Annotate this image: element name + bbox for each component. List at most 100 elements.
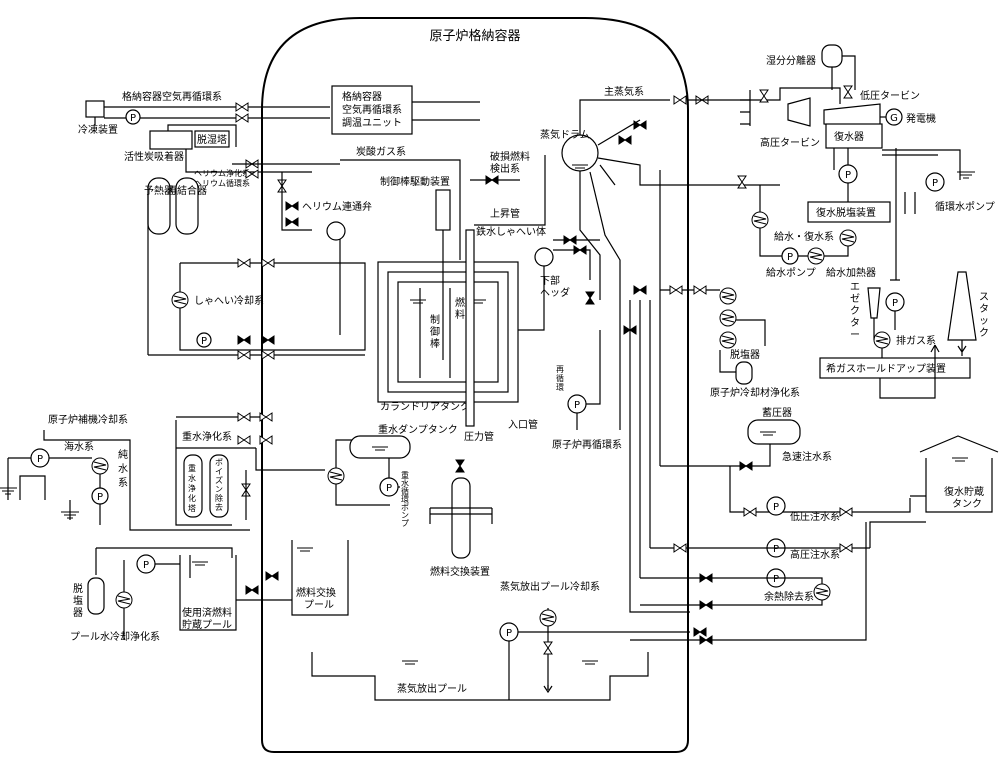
rapid-inject-label: 急速注水系	[782, 450, 832, 463]
hp-inject-label: 高圧注水系	[790, 548, 840, 561]
svg-text:重: 重	[401, 470, 409, 480]
charcoal-label: 活性炭吸着器	[124, 150, 184, 163]
refrigerator-box	[85, 100, 105, 118]
crd-box	[435, 189, 451, 231]
svg-text:浄: 浄	[188, 483, 196, 493]
svg-text:循: 循	[556, 373, 564, 383]
svg-text:ー: ー	[850, 330, 860, 341]
recombiner	[175, 177, 199, 235]
svg-text:G: G	[890, 113, 898, 124]
svg-text:循: 循	[401, 486, 409, 496]
crd-label: 制御棒駆動装置	[380, 175, 450, 188]
lp-inject-label: 低圧注水系	[790, 510, 840, 523]
svg-text:ヘリウム循環系: ヘリウム循環系	[194, 178, 250, 188]
iron-shield-label: 鉄水しゃへい体	[476, 225, 546, 238]
svg-text:ン: ン	[401, 511, 409, 520]
demin2-label: 脱塩器	[730, 348, 760, 361]
moisture-sep-label: 湿分分離器	[766, 54, 816, 67]
svg-text:脱: 脱	[73, 582, 83, 595]
spent-fuel-pool	[179, 555, 237, 631]
charcoal-box	[149, 130, 193, 150]
svg-text:料: 料	[455, 308, 465, 321]
svg-text:タ: タ	[850, 317, 860, 329]
co2-label: 炭酸ガス系	[356, 145, 406, 158]
fuel-fail-label-2: 検出系	[490, 162, 520, 175]
fw-pump-label: 給水ポンプ	[766, 266, 816, 279]
svg-text:重: 重	[188, 463, 196, 473]
svg-text:去: 去	[215, 502, 223, 512]
svg-text:P: P	[787, 252, 793, 263]
calandria-inner	[397, 281, 499, 383]
svg-text:タ: タ	[979, 303, 989, 315]
svg-text:純: 純	[118, 448, 128, 461]
svg-text:イ: イ	[215, 467, 223, 476]
svg-text:御: 御	[430, 325, 440, 338]
pool-deminer	[87, 577, 105, 615]
svg-text:ン: ン	[215, 485, 223, 494]
dump-tank-label: 重水ダンプタンク	[378, 423, 458, 436]
svg-text:貯蔵プール: 貯蔵プール	[182, 618, 232, 631]
aux-cooling-label: 原子炉補機冷却系	[48, 413, 128, 426]
reactor-cleanup-label: 原子炉冷却材浄化系	[710, 386, 800, 399]
cst-tank	[925, 458, 993, 513]
riser-label: 上昇管	[490, 207, 520, 220]
steam-drum-label: 蒸気ドラム	[540, 128, 590, 141]
svg-text:再結合器: 再結合器	[167, 184, 207, 197]
dehumidifier-box	[194, 130, 230, 148]
svg-text:ポ: ポ	[401, 503, 409, 512]
reactor-outer	[377, 261, 519, 403]
fw-heater-label: 給水加熱器	[826, 266, 876, 279]
svg-text:プ: プ	[401, 519, 409, 528]
containment-air-label: 格納容器空気再循環系	[122, 90, 222, 103]
he-vent-label: ヘリウム連通弁	[302, 200, 372, 213]
svg-text:プール: プール	[304, 599, 334, 611]
fuel-handling-label: 燃料交換装置	[430, 565, 490, 578]
air-pump	[125, 109, 141, 125]
shield-pump	[196, 332, 212, 348]
generator-label: 発電機	[906, 112, 936, 125]
cond-demin-box	[807, 201, 891, 223]
reactor-recirc-label: 原子炉再循環系	[552, 438, 622, 451]
he-tank	[326, 221, 346, 241]
pressure-tube-rail	[465, 229, 475, 427]
svg-text:系: 系	[118, 477, 128, 489]
svg-text:予熱器: 予熱器	[144, 184, 174, 197]
svg-text:燃: 燃	[455, 296, 465, 309]
svg-text:使用済燃料: 使用済燃料	[182, 606, 232, 619]
svg-text:水: 水	[188, 473, 196, 483]
svg-text:塔: 塔	[188, 503, 196, 513]
lower-header	[534, 247, 554, 267]
svg-text:P: P	[932, 178, 938, 189]
containment-title: 原子炉格納容器	[429, 28, 520, 44]
hp-turbine	[787, 97, 811, 127]
svg-text:P: P	[773, 574, 779, 585]
svg-text:棒: 棒	[430, 337, 440, 350]
seawater-label: 海水系	[64, 440, 94, 453]
accumulator-label: 蓄圧器	[762, 407, 792, 419]
svg-text:下部: 下部	[540, 274, 560, 287]
svg-text:ヘリウム浄化系: ヘリウム浄化系	[194, 168, 250, 178]
fuel-pool	[291, 540, 349, 616]
svg-text:P: P	[892, 298, 898, 309]
suppression-pool	[311, 652, 649, 701]
svg-text:水: 水	[118, 463, 128, 475]
hw-tower	[183, 454, 203, 518]
svg-text:復水貯蔵: 復水貯蔵	[944, 485, 984, 498]
svg-text:タンク: タンク	[952, 498, 982, 510]
svg-text:P: P	[143, 560, 149, 571]
svg-text:ク: ク	[979, 327, 989, 339]
svg-text:希ガスホールドアップ装置: 希ガスホールドアップ装置	[826, 362, 946, 375]
svg-text:ヘッダ: ヘッダ	[540, 286, 570, 299]
lp-turbine-label: 低圧タービン	[860, 89, 920, 102]
svg-text:空気再循環系: 空気再循環系	[342, 103, 402, 116]
svg-text:P: P	[97, 492, 103, 503]
circ-pump-label: 循環水ポンプ	[935, 200, 995, 213]
fuel-fail-label-1: 破損燃料	[490, 150, 530, 163]
svg-text:P: P	[773, 502, 779, 513]
fuel-handling-machine	[451, 477, 471, 559]
main-steam-label: 主蒸気系	[604, 85, 644, 98]
lp-pump	[766, 496, 786, 516]
svg-text:P: P	[845, 170, 851, 181]
svg-text:除: 除	[215, 493, 223, 503]
